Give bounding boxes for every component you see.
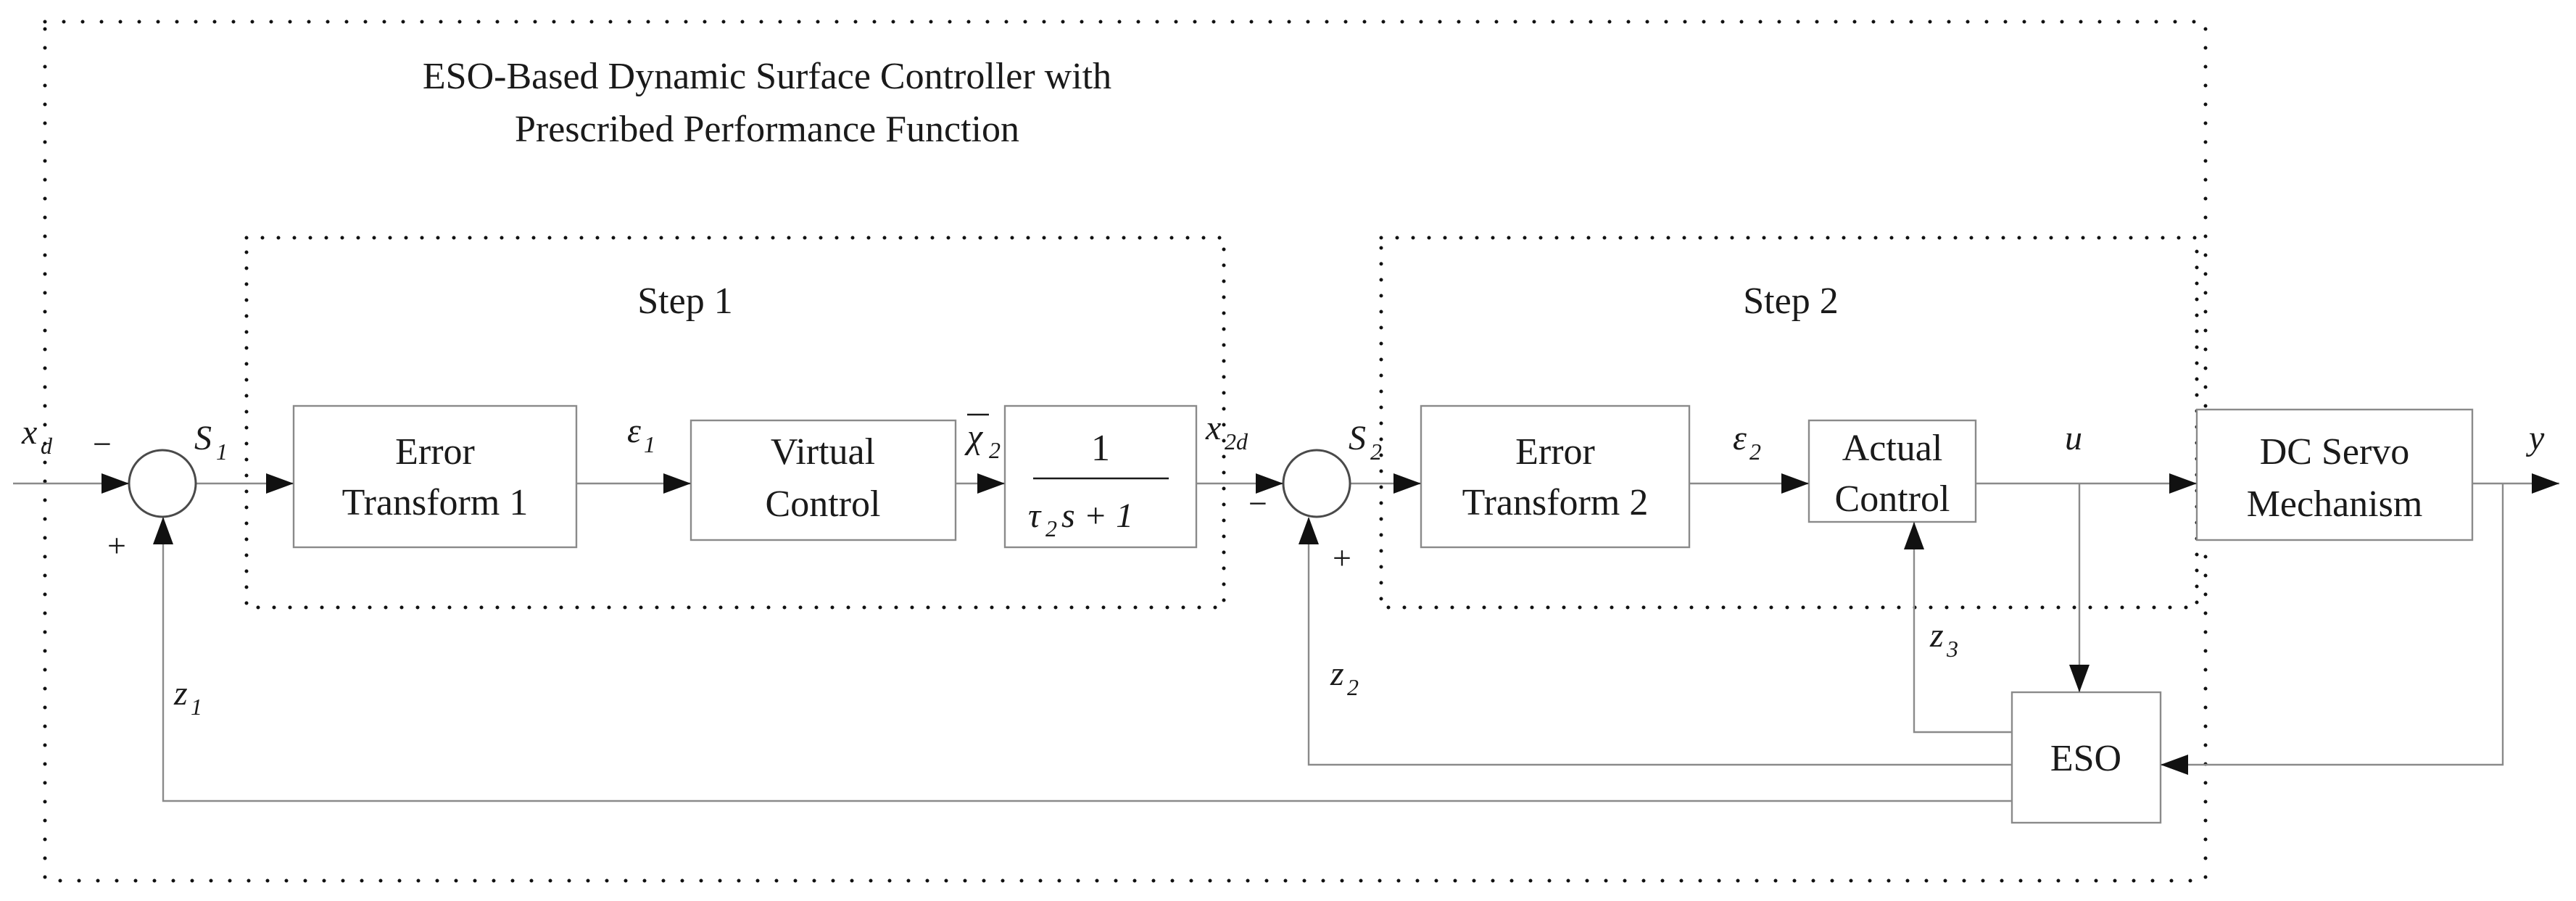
step1-label: Step 1 [637,281,732,322]
sum1-plus-sign: + [107,527,126,564]
arrowhead-into-sum1 [102,473,129,494]
wire-z3 [1913,522,2012,734]
svg-text:Transform 2: Transform 2 [1462,482,1649,523]
signal-label-eps2: ε 2 [1733,419,1761,465]
svg-text:Mechanism: Mechanism [2247,483,2423,525]
svg-text:ε: ε [627,412,641,450]
arrowhead-y-into-eso [2161,755,2188,775]
arrowhead-into-et2 [1393,473,1421,494]
arrowhead-into-vc [663,473,691,494]
svg-text:S: S [1349,419,1366,457]
arrowhead-into-sum2 [1256,473,1283,494]
arrowhead-z1-into-sum1 [153,517,173,544]
svg-text:2d: 2d [1225,428,1248,454]
controller-title-line2: Prescribed Performance Function [515,109,1019,150]
svg-text:Control: Control [1835,478,1950,520]
sum2-minus-sign: − [1248,485,1267,522]
virtual-control-block: Virtual Control [689,419,957,541]
svg-text:τ: τ [1028,497,1042,535]
signal-label-u: u [2065,419,2082,457]
arrowhead-u-into-eso [2069,665,2090,692]
actual-control-block: Actual Control [1807,419,1977,523]
signal-label-z3: z 3 [1929,616,1958,662]
signal-label-xd: x d [21,413,53,459]
first-order-filter-block: 1 τ 2 s + 1 [1003,404,1198,549]
wire-z2 [1307,518,2012,766]
svg-text:x: x [21,413,37,452]
svg-text:Virtual: Virtual [771,431,875,473]
svg-text:Error: Error [1515,431,1595,473]
signal-label-eps1: ε 1 [627,412,655,457]
svg-text:2: 2 [1045,515,1057,541]
svg-text:ε: ε [1733,419,1747,457]
arrowhead-z2-into-sum2 [1299,517,1319,544]
svg-text:s + 1: s + 1 [1061,497,1133,535]
svg-text:DC Servo: DC Servo [2260,431,2410,473]
controller-title-line1: ESO-Based Dynamic Surface Controller wit… [423,56,1111,97]
signal-label-chi2-bar: χ 2 [964,413,1001,463]
svg-text:Error: Error [395,431,475,473]
arrowhead-y-output [2532,473,2559,494]
svg-text:Actual: Actual [1842,428,1943,469]
svg-text:S: S [194,419,212,457]
arrowhead-z3-into-ac [1904,522,1924,549]
svg-text:x: x [1205,409,1221,447]
signal-label-y: y [2525,419,2545,457]
svg-text:Control: Control [766,483,881,525]
signal-label-z2: z 2 [1330,655,1359,700]
svg-text:2: 2 [1347,674,1359,700]
sum1-minus-sign: − [93,425,112,462]
svg-text:Transform 1: Transform 1 [342,482,529,523]
svg-text:1: 1 [216,439,228,465]
signal-label-z1: z 1 [173,674,202,720]
step2-boundary [1379,236,2199,610]
step2-label: Step 2 [1743,281,1838,322]
error-transform-1-block: Error Transform 1 [292,404,578,549]
svg-text:z: z [1330,655,1344,693]
svg-text:z: z [173,674,188,713]
summing-junction-1 [128,449,197,518]
svg-text:2: 2 [1749,439,1761,465]
svg-text:d: d [41,433,53,459]
wire-z1 [162,518,2012,802]
error-transform-2-block: Error Transform 2 [1420,404,1691,549]
signal-label-s2: S 2 [1349,419,1382,465]
svg-text:ESO: ESO [2050,738,2121,779]
dc-servo-mechanism-block: DC Servo Mechanism [2195,408,2474,541]
arrowhead-into-dc-servo [2169,473,2197,494]
summing-junction-2 [1282,449,1351,518]
eso-block: ESO [2010,691,2162,824]
arrowhead-into-ac [1781,473,1809,494]
wire-y-to-eso [2161,483,2504,766]
svg-text:z: z [1929,616,1944,655]
svg-text:χ: χ [964,418,984,456]
signal-label-x2d: x 2d [1205,409,1248,454]
svg-text:1: 1 [644,431,655,457]
step1-boundary [244,236,1226,610]
arrowhead-into-filter [977,473,1005,494]
signal-label-s1: S 1 [194,419,228,465]
svg-text:1: 1 [191,694,202,720]
sum2-plus-sign: + [1333,539,1351,576]
svg-text:2: 2 [989,437,1001,463]
svg-text:2: 2 [1370,439,1382,465]
svg-text:3: 3 [1946,636,1958,662]
svg-text:1: 1 [1091,428,1110,469]
arrowhead-into-et1 [266,473,294,494]
